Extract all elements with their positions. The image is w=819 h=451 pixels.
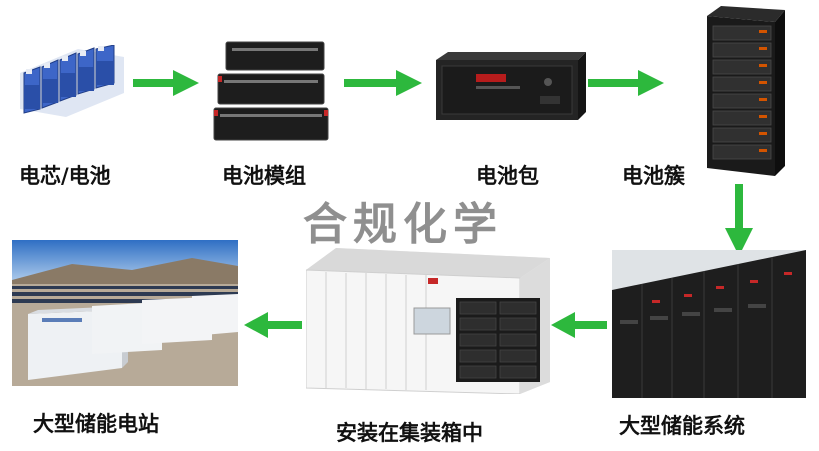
arrow-right-icon [588,70,664,96]
arrow-left-icon [244,312,302,338]
arrow-left-icon [551,312,607,338]
battery-modules-image [213,41,329,141]
arrow-down-icon [725,184,753,256]
container-image [306,248,550,394]
arrow-right-icon [133,70,199,96]
watermark-text: 合规化学 [303,199,503,250]
battery-pack-image [436,52,586,120]
step-label-system: 大型储能系统 [619,414,745,438]
battery-cluster-image [707,6,785,176]
step-label-container: 安装在集装箱中 [336,421,483,445]
step-label-station: 大型储能电站 [33,412,159,436]
arrow-right-icon [344,70,422,96]
battery-cells-image [20,45,124,117]
step-label-module: 电池模组 [222,164,306,188]
step-label-cell: 电芯/电池 [19,164,111,188]
step-label-pack: 电池包 [476,164,539,188]
step-label-cluster: 电池簇 [622,164,685,188]
storage-station-image [12,240,238,386]
storage-system-image [612,250,806,398]
